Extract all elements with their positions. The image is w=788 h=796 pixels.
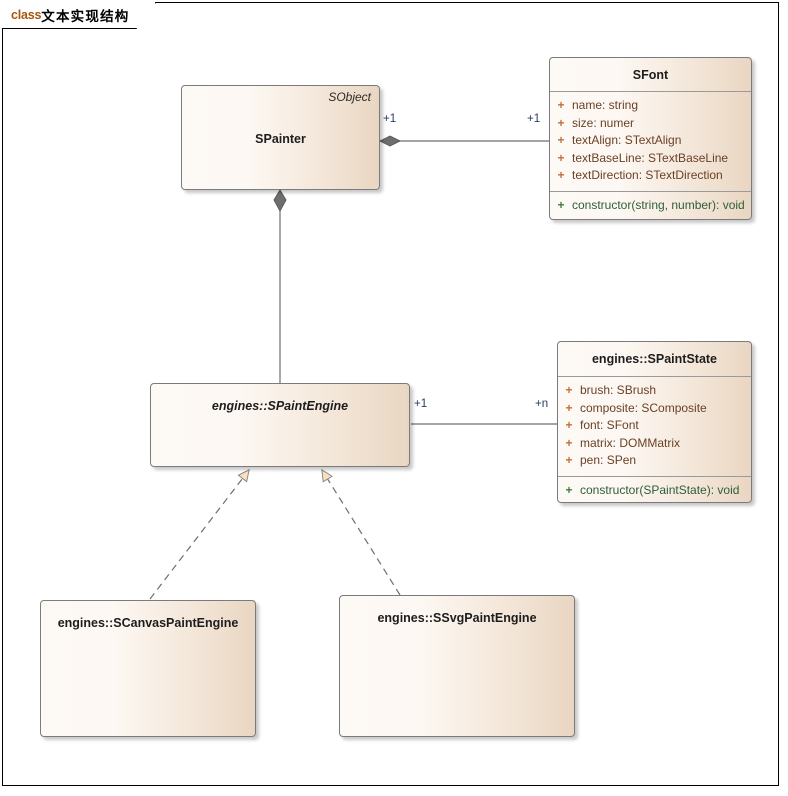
diagram-frame-label: class 文本实现结构 — [2, 2, 156, 29]
attribute-row: + textDirection: STextDirection — [550, 167, 751, 185]
stereotype-sobject: SObject — [328, 90, 371, 104]
class-box-scanvaspaintengine[interactable]: engines::SCanvasPaintEngine — [40, 600, 256, 737]
operation-row: + constructor(string, number): void — [550, 197, 751, 215]
visibility-marker: + — [565, 453, 573, 467]
attribute-text: name: string — [572, 98, 639, 112]
class-header-spaintstate: engines::SPaintState — [558, 342, 751, 376]
attribute-text: textAlign: STextAlign — [572, 133, 682, 147]
attributes-compartment-sfont: + name: string + size: numer + textAlign… — [550, 91, 751, 191]
attribute-row: + textAlign: STextAlign — [550, 132, 751, 150]
multiplicity-spainter-sfont-target: +1 — [527, 113, 541, 125]
operations-compartment-sfont: + constructor(string, number): void — [550, 190, 751, 220]
class-name-ssvgpaintengine: engines::SSvgPaintEngine — [377, 611, 537, 625]
attribute-text: textBaseLine: STextBaseLine — [572, 150, 729, 165]
visibility-marker: + — [557, 168, 565, 182]
diagram-frame — [2, 2, 779, 786]
class-header-ssvgpaintengine: engines::SSvgPaintEngine — [340, 596, 574, 640]
attributes-compartment-spaintstate: + brush: SBrush + composite: SComposite … — [558, 376, 751, 476]
attribute-row: + composite: SComposite — [558, 400, 751, 418]
class-box-spaintengine[interactable]: engines::SPaintEngine — [150, 383, 410, 467]
attribute-row: + pen: SPen — [558, 452, 751, 470]
visibility-marker: + — [565, 482, 573, 497]
attribute-text: font: SFont — [580, 418, 639, 432]
visibility-marker: + — [557, 133, 565, 147]
visibility-marker: + — [565, 400, 573, 415]
visibility-marker: + — [565, 383, 573, 397]
attribute-text: brush: SBrush — [580, 383, 657, 397]
class-header-scanvaspaintengine: engines::SCanvasPaintEngine — [41, 601, 255, 645]
multiplicity-spaintengine-spaintstate-target: +n — [535, 398, 549, 410]
operation-row: + constructor(SPaintState): void — [558, 482, 751, 500]
attribute-text: matrix: DOMMatrix — [580, 435, 680, 450]
class-name-spainter: SPainter — [255, 131, 306, 146]
attribute-text: textDirection: STextDirection — [572, 168, 723, 182]
visibility-marker: + — [557, 197, 565, 212]
visibility-marker: + — [557, 98, 565, 112]
attribute-row: + matrix: DOMMatrix — [558, 435, 751, 453]
class-box-sfont[interactable]: SFont + name: string + size: numer + tex… — [549, 57, 752, 220]
multiplicity-spaintengine-spaintstate-source: +1 — [414, 398, 428, 410]
class-name-scanvaspaintengine: engines::SCanvasPaintEngine — [57, 616, 239, 630]
attribute-row: + name: string — [550, 97, 751, 115]
class-name-spaintstate: engines::SPaintState — [591, 352, 718, 366]
attribute-row: + textBaseLine: STextBaseLine — [550, 150, 751, 168]
attribute-row: + brush: SBrush — [558, 382, 751, 400]
attribute-text: composite: SComposite — [580, 400, 707, 415]
class-header-spaintengine: engines::SPaintEngine — [151, 384, 409, 428]
class-header-sfont: SFont — [550, 58, 751, 91]
class-header-spainter: SObject SPainter — [182, 86, 379, 189]
class-box-spainter[interactable]: SObject SPainter — [181, 85, 380, 190]
visibility-marker: + — [565, 435, 573, 450]
attribute-row: + font: SFont — [558, 417, 751, 435]
class-box-ssvgpaintengine[interactable]: engines::SSvgPaintEngine — [339, 595, 575, 737]
class-name-spaintengine: engines::SPaintEngine — [211, 399, 349, 413]
attribute-row: + size: numer — [550, 115, 751, 133]
visibility-marker: + — [557, 150, 565, 165]
operation-text: constructor(SPaintState): void — [580, 482, 740, 497]
attribute-text: size: numer — [572, 115, 635, 130]
class-name-sfont: SFont — [632, 67, 669, 82]
class-box-spaintstate[interactable]: engines::SPaintState + brush: SBrush + c… — [557, 341, 752, 503]
operations-compartment-spaintstate: + constructor(SPaintState): void — [558, 475, 751, 503]
visibility-marker: + — [557, 115, 565, 130]
diagram-title: 文本实现结构 — [41, 9, 130, 24]
attribute-text: pen: SPen — [580, 453, 637, 467]
operation-text: constructor(string, number): void — [572, 197, 745, 212]
diagram-kind-label: class — [11, 8, 42, 22]
multiplicity-spainter-sfont-source: +1 — [383, 113, 397, 125]
visibility-marker: + — [565, 418, 573, 432]
